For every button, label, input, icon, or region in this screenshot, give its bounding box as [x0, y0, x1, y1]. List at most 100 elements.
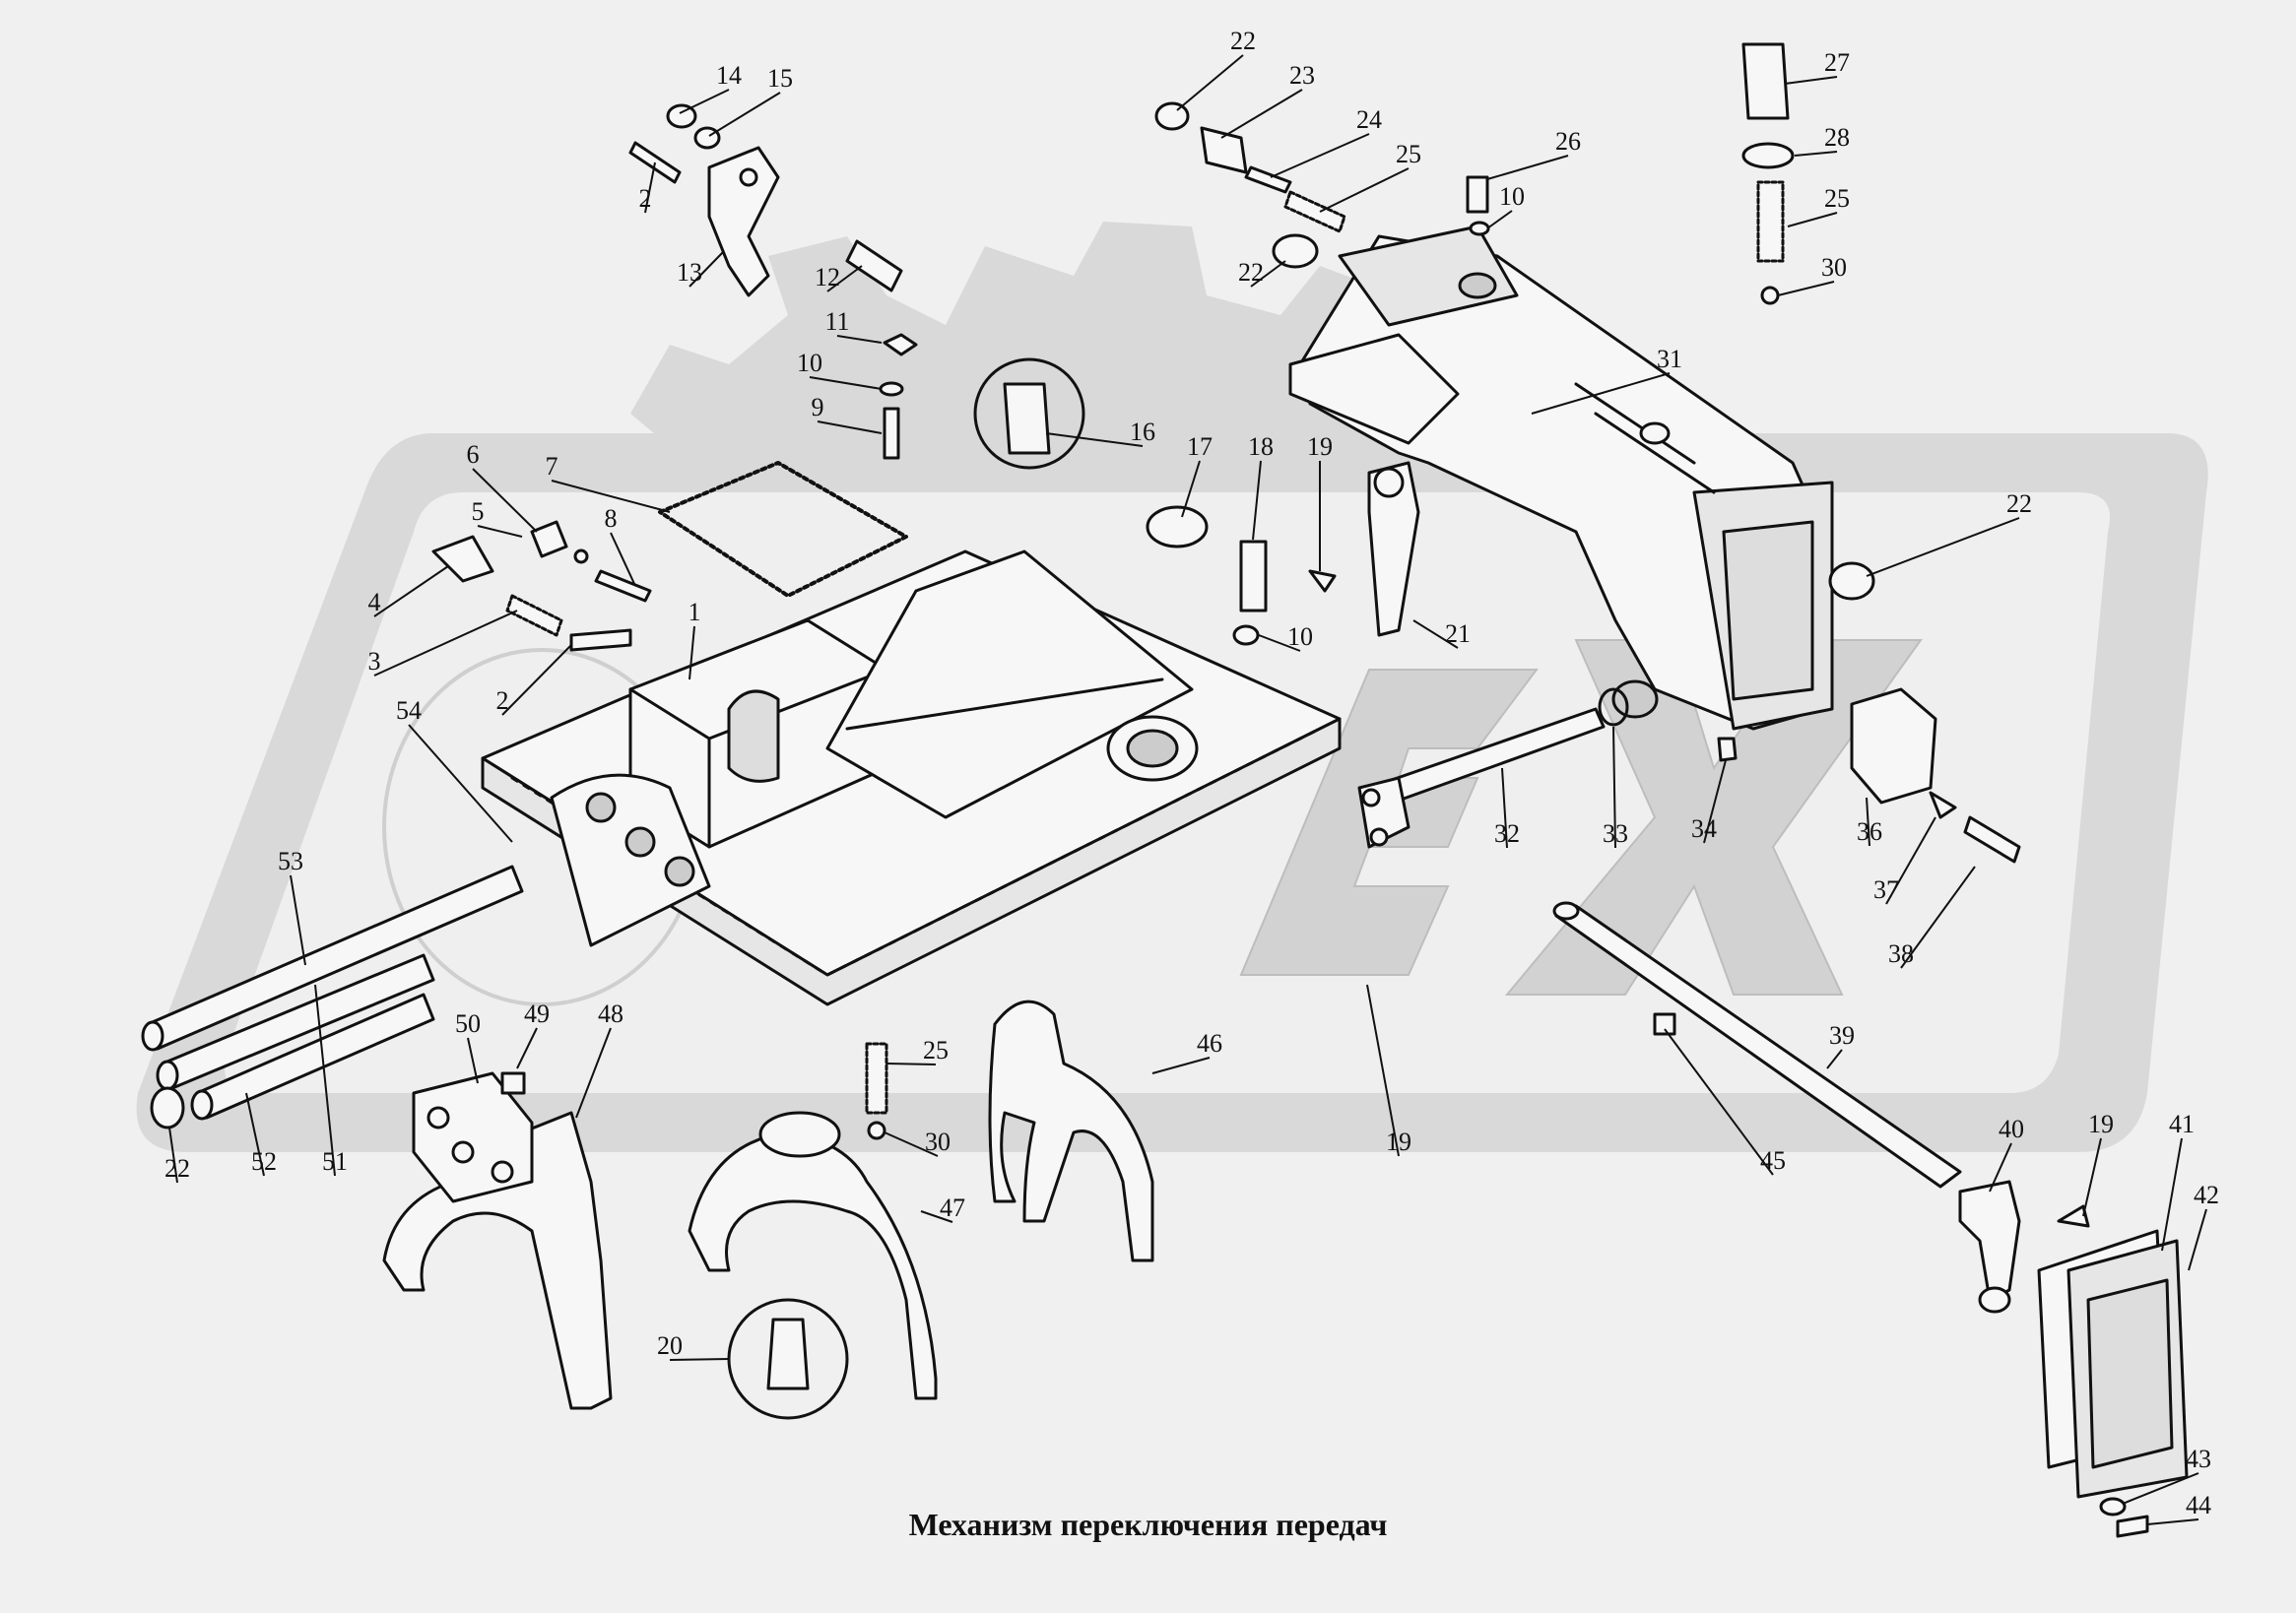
fork-47-hub: [758, 1111, 841, 1158]
fork-48-boss: [412, 1071, 534, 1203]
callout-25: 25: [923, 1036, 949, 1065]
callout-10: 10: [1287, 622, 1313, 651]
gasket-part-7: [658, 461, 908, 598]
bolt-part-38: [1963, 815, 2021, 864]
parts: [141, 42, 2189, 1538]
callout-26: 26: [1555, 127, 1581, 156]
callout-3: 3: [368, 647, 381, 676]
plug-part-22-right: [1828, 561, 1875, 601]
leader-line-50: [467, 1037, 479, 1084]
leader-line-28: [1794, 151, 1838, 157]
callout-46: 46: [1197, 1029, 1222, 1058]
callout-19: 19: [2088, 1110, 2114, 1138]
callout-5: 5: [472, 497, 485, 526]
leader-line-46: [1151, 1057, 1211, 1074]
top-cover-part-1: [481, 549, 1342, 1006]
leader-line-44: [2146, 1518, 2199, 1525]
rod-part-39: [1552, 901, 1962, 1189]
bolt-part-44: [2116, 1515, 2149, 1538]
callout-49: 49: [524, 1000, 550, 1028]
ball-part-30-top: [1760, 286, 1780, 305]
callout-6: 6: [467, 440, 480, 469]
nut-part-14: [666, 103, 697, 129]
leader-line-48: [575, 1027, 612, 1119]
callout-15: 15: [767, 64, 793, 93]
leader-line-11: [836, 335, 883, 344]
callout-19: 19: [1386, 1128, 1411, 1156]
stud-part-9: [883, 407, 900, 460]
screw-part-34: [1717, 737, 1738, 762]
leader-line-42: [2188, 1208, 2207, 1271]
leader-line-32: [1501, 767, 1508, 849]
callout-27: 27: [1824, 48, 1850, 77]
switch-part-27: [1741, 42, 1790, 120]
callout-38: 38: [1888, 939, 1914, 968]
plug-part-4: [431, 535, 494, 583]
leader-line-45: [1664, 1028, 1774, 1176]
pin-part-24: [1244, 165, 1292, 194]
callout-13: 13: [677, 258, 702, 287]
bushing-part-23: [1200, 126, 1248, 174]
leader-line-37: [1885, 816, 1936, 905]
callout-39: 39: [1829, 1021, 1855, 1050]
leader-line-25: [886, 1063, 937, 1065]
callout-17: 17: [1187, 432, 1213, 461]
plug-part-6: [530, 520, 568, 558]
leader-line-20: [669, 1358, 730, 1361]
callout-44: 44: [2186, 1491, 2211, 1519]
callout-25: 25: [1396, 140, 1421, 168]
leader-line-25: [1319, 167, 1410, 213]
callout-11: 11: [824, 307, 849, 336]
callout-16: 16: [1130, 418, 1155, 446]
callout-50: 50: [455, 1009, 481, 1038]
callout-53: 53: [278, 847, 303, 875]
callout-48: 48: [598, 1000, 623, 1028]
leader-line-27: [1784, 76, 1838, 85]
callout-52: 52: [251, 1147, 277, 1176]
bracket-part-13: [707, 146, 780, 297]
detail-ring-16: [973, 357, 1085, 470]
leader-line-53: [290, 874, 306, 966]
leader-line-18: [1252, 460, 1262, 541]
callout-30: 30: [925, 1128, 951, 1156]
callout-22: 22: [1238, 258, 1264, 287]
callout-34: 34: [1691, 814, 1717, 843]
callout-21: 21: [1445, 619, 1471, 648]
callout-2: 2: [496, 686, 509, 715]
rod-part-32: [1357, 707, 1606, 849]
screw-part-19-right: [2057, 1204, 2090, 1228]
washer-part-10-left: [879, 381, 904, 397]
leader-line-41: [2161, 1137, 2183, 1252]
plug-part-21: [1272, 233, 1319, 269]
leader-line-7: [551, 480, 671, 513]
leader-line-26: [1486, 155, 1569, 180]
plug-part-22-left: [150, 1086, 185, 1129]
screw-part-26: [1466, 175, 1489, 214]
spring-part-25-top: [1283, 190, 1346, 233]
leader-line-10: [1258, 634, 1301, 652]
leader-line-19: [2082, 1137, 2102, 1217]
cover-part-41-42: [2037, 1229, 2189, 1499]
callout-4: 4: [368, 588, 381, 616]
pin-part-45: [1653, 1012, 1676, 1036]
leader-line-8: [610, 532, 636, 587]
nut-part-11: [883, 333, 918, 356]
callout-25: 25: [1824, 184, 1850, 213]
detail-ring-19: [727, 1298, 849, 1420]
callout-40: 40: [1999, 1115, 2024, 1143]
leader-line-9: [817, 420, 883, 434]
leader-line-17: [1181, 460, 1201, 518]
leader-line-51: [314, 984, 336, 1177]
leader-line-38: [1900, 866, 1976, 969]
callout-54: 54: [396, 696, 422, 725]
callout-41: 41: [2169, 1110, 2195, 1138]
pin-part-12: [845, 239, 903, 292]
leader-line-19: [1366, 984, 1400, 1157]
leader-line-40: [1989, 1142, 2012, 1193]
plug-part-17: [1146, 505, 1209, 548]
leader-line-36: [1866, 797, 1870, 847]
callout-10: 10: [1499, 182, 1525, 211]
